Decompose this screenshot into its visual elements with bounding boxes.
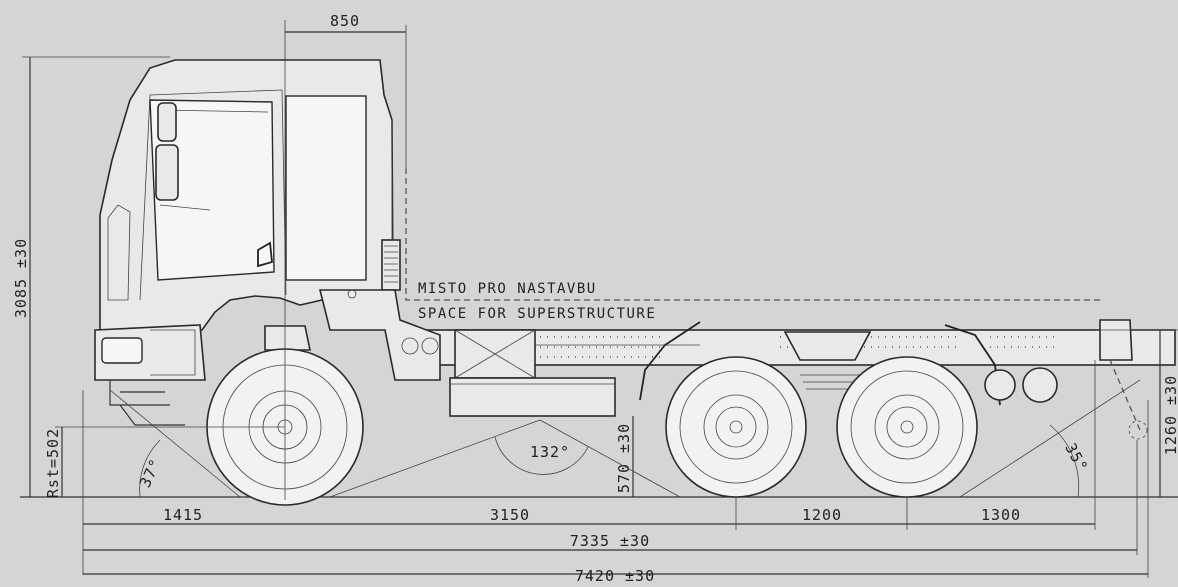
breakover-angle: 132° — [329, 419, 681, 498]
svg-text:Rst=502: Rst=502 — [44, 428, 62, 498]
mirror-upper — [157, 102, 177, 142]
exhaust-stack — [381, 239, 401, 291]
dim-frame-height: 1260 ±30 — [1095, 329, 1178, 497]
sleeper-window — [285, 95, 367, 281]
cab — [94, 59, 401, 426]
front-rear-mudguard — [639, 321, 701, 401]
svg-text:35°: 35° — [1061, 440, 1091, 475]
svg-text:37°: 37° — [136, 455, 165, 490]
dim-cab-offset: 850 — [284, 12, 407, 500]
svg-text:7335 ±30: 7335 ±30 — [570, 532, 650, 550]
svg-text:3085 ±30: 3085 ±30 — [12, 238, 30, 318]
svg-text:3150: 3150 — [490, 506, 530, 524]
rear-wheel-1 — [665, 356, 807, 498]
svg-text:570 ±30: 570 ±30 — [615, 423, 633, 493]
cab-window — [149, 99, 275, 281]
dim-overall-height: 3085 ±30 — [12, 56, 170, 497]
superstructure-label-cz: MISTO PRO NASTAVBU — [418, 281, 597, 297]
dim-bottom-chain: 1415 3150 1200 1300 — [82, 360, 1149, 578]
headlight — [101, 337, 143, 364]
tow-coupling — [1099, 319, 1133, 361]
dim-ground-clearance: 570 ±30 — [615, 416, 634, 497]
mirror-lower — [155, 144, 179, 201]
svg-text:1300: 1300 — [981, 506, 1021, 524]
svg-text:850: 850 — [330, 12, 360, 30]
rear-wheel-2 — [836, 356, 978, 498]
svg-text:132°: 132° — [530, 443, 570, 461]
chassis-frame — [264, 289, 1176, 440]
superstructure-label-en: SPACE FOR SUPERSTRUCTURE — [418, 306, 656, 322]
svg-text:1260 ±30: 1260 ±30 — [1162, 375, 1178, 455]
dim-overall-length: 7420 ±30 — [83, 567, 1148, 585]
superstructure-boundary — [405, 168, 1100, 301]
svg-text:1415: 1415 — [163, 506, 203, 524]
dim-frame-length: 7335 ±30 — [83, 532, 1137, 551]
svg-text:7420 ±30: 7420 ±30 — [575, 567, 655, 582]
svg-text:1200: 1200 — [802, 506, 842, 524]
dim-static-radius: Rst=502 — [44, 426, 285, 498]
